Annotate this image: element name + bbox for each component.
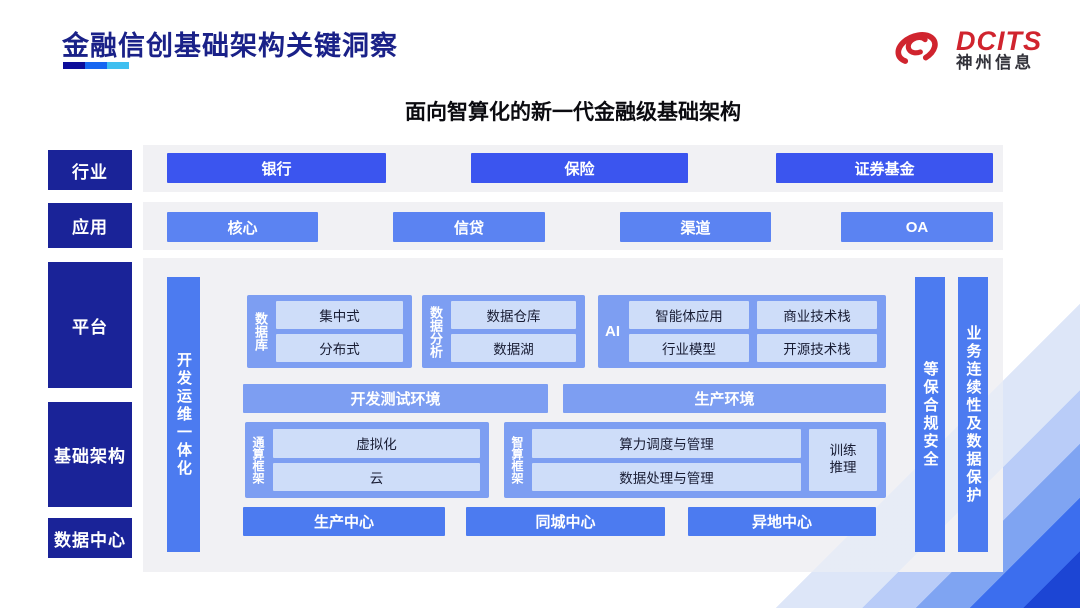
business-continuity-vertical-bar: 业务连续性及数据保护 [958, 277, 988, 552]
logo-brand-text: DCITS [956, 25, 1042, 56]
general-compute-framework: 通算框架 虚拟化 云 [245, 422, 489, 498]
continuity-bar-label: 业务连续性及数据保护 [964, 324, 982, 505]
devops-bar-label: 开发运维一体化 [175, 351, 192, 478]
analytics-item-warehouse: 数据仓库 [451, 301, 576, 329]
ai-compute-framework: 智算框架 算力调度与管理 数据处理与管理 训练 推理 [504, 422, 886, 498]
company-logo: DCITS 神州信息 [890, 20, 1042, 79]
ai-item-agent-apps: 智能体应用 [629, 301, 749, 329]
ai-group-label: AI [605, 323, 620, 340]
dcits-swirl-icon [890, 20, 948, 79]
database-item-centralized: 集中式 [276, 301, 403, 329]
ai-framework-item-dataprocessing: 数据处理与管理 [532, 462, 801, 491]
data-analytics-group-label: 数据分析 [428, 305, 443, 358]
layer-label-platform: 平台 [48, 262, 132, 388]
layer-label-infrastructure: 基础架构 [48, 402, 132, 507]
diagram-title: 面向智算化的新一代金融级基础架构 [405, 101, 741, 124]
analytics-item-datalake: 数据湖 [451, 334, 576, 362]
layer-label-industry: 行业 [48, 150, 132, 190]
env-dev-test: 开发测试环境 [243, 384, 548, 413]
datacenter-production: 生产中心 [243, 507, 445, 536]
ai-item-opensource-stack: 开源技术栈 [757, 334, 877, 362]
ai-framework-item-scheduling: 算力调度与管理 [532, 429, 801, 458]
layer-label-application: 应用 [48, 203, 132, 248]
security-compliance-vertical-bar: 等保合规安全 [915, 277, 945, 552]
layer-label-datacenter: 数据中心 [48, 518, 132, 558]
ai-item-commercial-stack: 商业技术栈 [757, 301, 877, 329]
data-analytics-group: 数据分析 数据仓库 数据湖 [422, 295, 585, 368]
ai-framework-label: 智算框架 [510, 436, 524, 484]
title-underline-decoration [63, 62, 129, 69]
application-item-credit: 信贷 [393, 212, 545, 242]
logo-company-text: 神州信息 [956, 54, 1034, 73]
industry-item-securities: 证券基金 [776, 153, 993, 183]
datacenter-same-city: 同城中心 [466, 507, 665, 536]
devops-vertical-bar: 开发运维一体化 [167, 277, 200, 552]
industry-item-insurance: 保险 [471, 153, 688, 183]
ai-group: AI 智能体应用 商业技术栈 行业模型 开源技术栈 [598, 295, 886, 368]
ai-item-industry-models: 行业模型 [629, 334, 749, 362]
general-item-virtualization: 虚拟化 [273, 429, 480, 458]
ai-framework-item-training-inference: 训练 推理 [809, 429, 877, 491]
database-group: 数据库 集中式 分布式 [247, 295, 412, 368]
datacenter-remote: 异地中心 [688, 507, 876, 536]
application-item-core: 核心 [167, 212, 318, 242]
application-item-oa: OA [841, 212, 993, 242]
database-item-distributed: 分布式 [276, 334, 403, 362]
page-title: 金融信创基础架构关键洞察 [62, 31, 398, 61]
security-bar-label: 等保合规安全 [921, 360, 939, 469]
general-item-cloud: 云 [273, 462, 480, 491]
env-production: 生产环境 [563, 384, 886, 413]
application-item-channel: 渠道 [620, 212, 771, 242]
industry-item-bank: 银行 [167, 153, 386, 183]
database-group-label: 数据库 [253, 312, 268, 351]
general-framework-label: 通算框架 [251, 436, 265, 484]
